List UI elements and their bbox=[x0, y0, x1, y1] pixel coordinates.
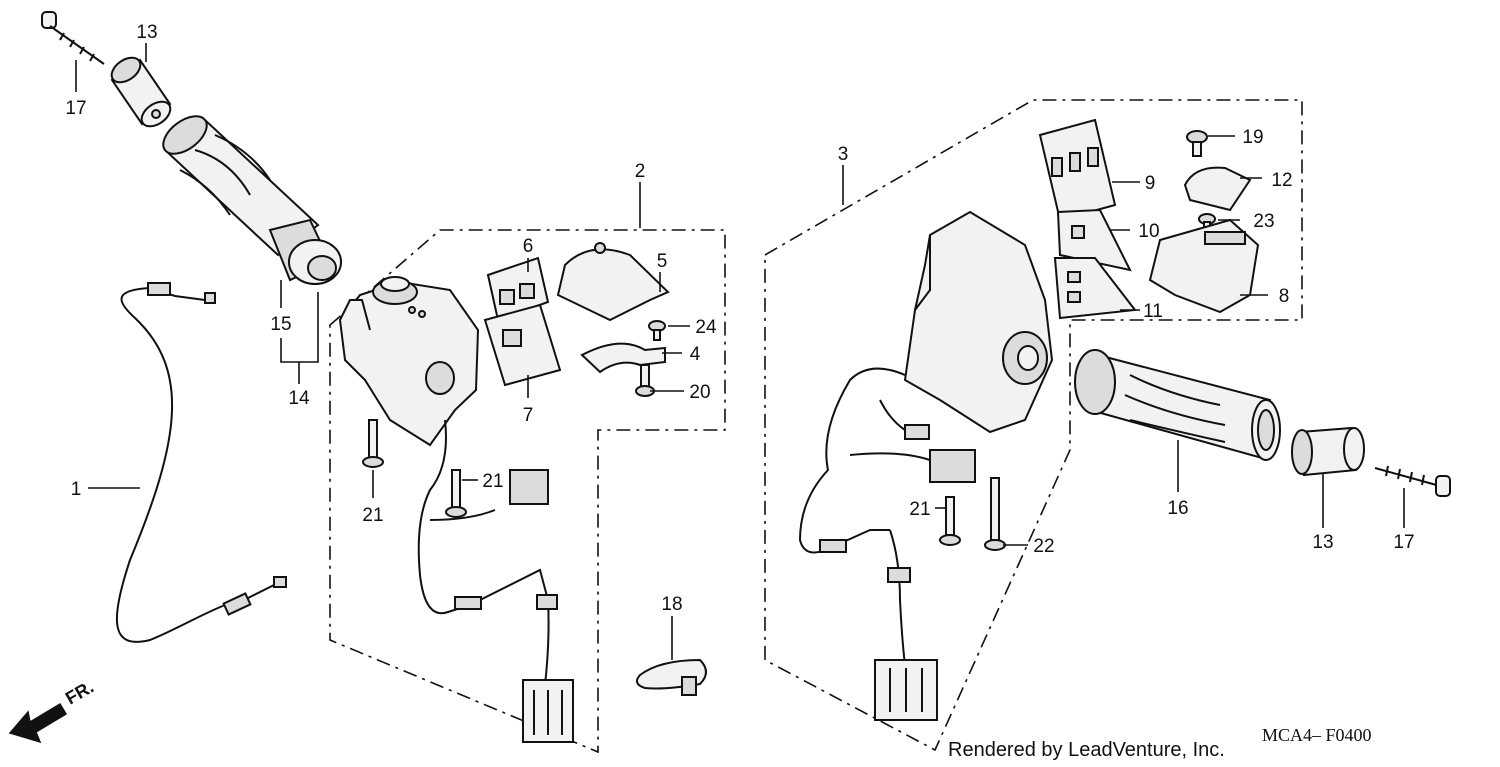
right-switch-housing bbox=[903, 210, 1054, 434]
leader-lines bbox=[75, 43, 1405, 660]
left-switch-housing bbox=[338, 276, 480, 447]
diagram-code: MCA4– F0400 bbox=[1262, 725, 1372, 745]
callout-20: 20 bbox=[689, 382, 710, 403]
cable-tie-18 bbox=[635, 658, 707, 696]
front-direction-label: FR. bbox=[62, 677, 97, 709]
screw-17-left bbox=[41, 11, 105, 65]
left-switch-wiring bbox=[417, 419, 574, 743]
callout-7: 7 bbox=[523, 405, 534, 426]
switch-plate-10 bbox=[1056, 208, 1132, 272]
bolt-21-a bbox=[362, 419, 384, 468]
bolt-22 bbox=[984, 477, 1006, 551]
callout-24: 24 bbox=[695, 317, 717, 338]
grip-end-weight-13-right bbox=[1291, 426, 1365, 477]
callout-10: 10 bbox=[1138, 221, 1159, 242]
callout-12: 12 bbox=[1271, 170, 1292, 191]
callout-22: 22 bbox=[1033, 536, 1054, 557]
callout-21-a: 21 bbox=[362, 505, 383, 526]
callout-11: 11 bbox=[1143, 301, 1163, 322]
callout-13-left: 13 bbox=[136, 22, 157, 43]
bolt-21-c bbox=[939, 496, 961, 546]
callout-8: 8 bbox=[1279, 286, 1290, 307]
clamp-4 bbox=[580, 342, 666, 374]
callout-6: 6 bbox=[523, 236, 534, 257]
throttle-grip-15 bbox=[162, 115, 342, 285]
callout-16: 16 bbox=[1167, 498, 1188, 519]
clamp-5 bbox=[556, 242, 670, 322]
switch-plate-7 bbox=[483, 303, 562, 387]
right-switch-wiring bbox=[798, 367, 976, 721]
callout-17-left: 17 bbox=[65, 98, 86, 119]
callout-9: 9 bbox=[1145, 173, 1156, 194]
callout-2: 2 bbox=[635, 161, 646, 182]
callout-17-right: 17 bbox=[1393, 532, 1414, 553]
screw-24 bbox=[648, 320, 666, 341]
rendered-by-credit: Rendered by LeadVenture, Inc. bbox=[948, 739, 1225, 761]
callout-1: 1 bbox=[71, 479, 82, 500]
switch-body-8 bbox=[1148, 218, 1260, 314]
switch-cover-9 bbox=[1038, 118, 1117, 222]
callout-13-right: 13 bbox=[1312, 532, 1333, 553]
grip-end-weight-13-left bbox=[110, 56, 172, 128]
screw-19 bbox=[1186, 130, 1208, 157]
clamp-12 bbox=[1183, 166, 1252, 212]
callout-4: 4 bbox=[690, 344, 701, 365]
callout-23: 23 bbox=[1253, 211, 1274, 232]
callout-19: 19 bbox=[1242, 127, 1263, 148]
bolt-21-b bbox=[445, 469, 467, 518]
callout-18: 18 bbox=[661, 594, 682, 615]
screw-17-right bbox=[1374, 465, 1451, 497]
right-grip-16 bbox=[1074, 349, 1281, 461]
throttle-cable-1 bbox=[115, 282, 287, 643]
callout-5: 5 bbox=[657, 251, 668, 272]
switch-cover-6 bbox=[486, 256, 550, 322]
callout-15: 15 bbox=[270, 314, 291, 335]
callout-14: 14 bbox=[288, 388, 310, 409]
callout-21-c: 21 bbox=[909, 499, 930, 520]
callout-21-b: 21 bbox=[482, 471, 503, 492]
callout-3: 3 bbox=[838, 144, 849, 165]
assembly-3-outline bbox=[764, 99, 1303, 752]
front-direction-arrow-icon bbox=[8, 702, 68, 744]
